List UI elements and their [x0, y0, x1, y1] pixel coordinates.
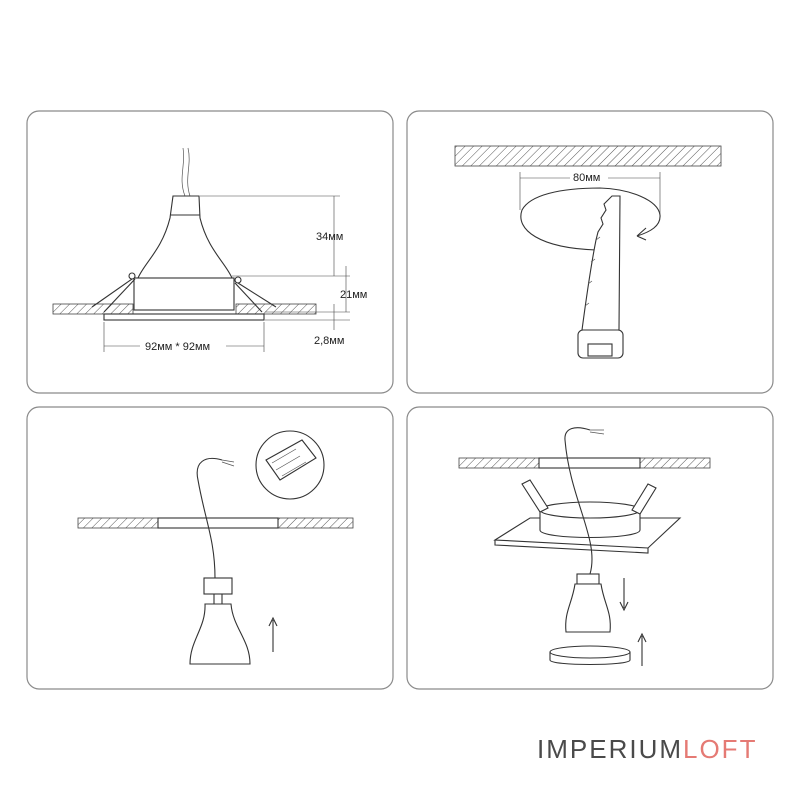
dim-21: 21мм — [340, 289, 367, 301]
dim-92: 92мм * 92мм — [145, 341, 210, 353]
brand-part2: LOFT — [683, 734, 758, 764]
dim-80: 80мм — [573, 172, 600, 184]
brand-part1: IMPERIUM — [537, 734, 683, 764]
brand-logo: IMPERIUMLOFT — [537, 734, 757, 765]
dim-34: 34мм — [316, 231, 343, 243]
dim-2-8: 2,8мм — [314, 335, 344, 347]
